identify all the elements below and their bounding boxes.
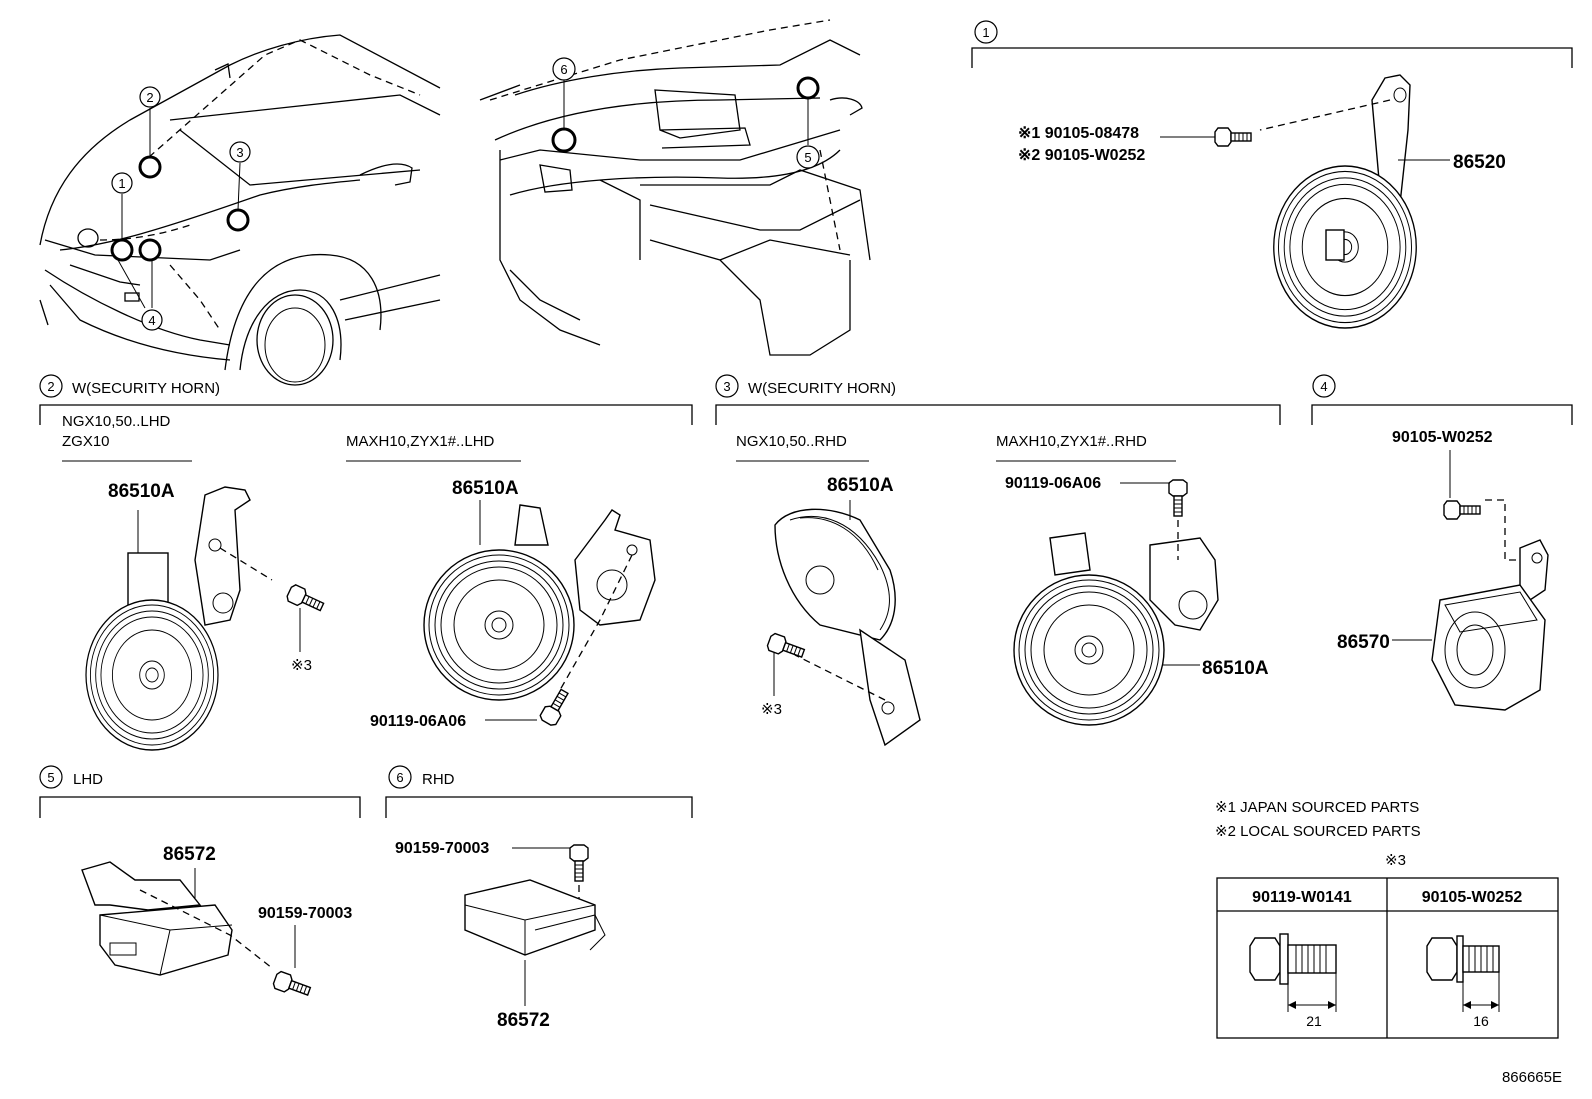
bolt-90119-w0141-drawing: 21 <box>1249 933 1337 1029</box>
section-2-number: 2 <box>47 379 54 394</box>
section-4-horn: 86570 <box>1337 632 1390 653</box>
section-4-number: 4 <box>1320 379 1327 394</box>
note-japan-sourced: ※1 JAPAN SOURCED PARTS <box>1215 799 1419 816</box>
car-marker-1: 1 <box>118 176 125 191</box>
section-3-note3: ※3 <box>761 701 782 718</box>
section-5-number: 5 <box>47 770 54 785</box>
bolt-japan-90105-08478: ※1 90105-08478 <box>1018 125 1139 142</box>
legend-notes: ※1 JAPAN SOURCED PARTS ※2 LOCAL SOURCED … <box>1215 799 1421 840</box>
section-3-title: W(SECURITY HORN) <box>748 380 896 397</box>
section-1-number: 1 <box>982 25 989 40</box>
car-front-markers: 2 1 3 4 <box>110 86 251 331</box>
section-6-number: 6 <box>396 770 403 785</box>
car-marker-5: 5 <box>804 150 811 165</box>
section-2: 2 W(SECURITY HORN) NGX10,50..LHD ZGX10 M… <box>39 374 693 751</box>
section-4: 4 90105-W0252 86570 <box>1311 374 1573 711</box>
section-6-ecu: 86572 <box>497 1010 550 1031</box>
bolt-90119-w0141-length: 21 <box>1306 1013 1322 1029</box>
car-marker-3: 3 <box>236 145 243 160</box>
section-3-number: 3 <box>723 379 730 394</box>
bolt-length-table: ※3 90119-W0141 90105-W0252 21 <box>1216 852 1559 1039</box>
section-2-variant-a-line2: ZGX10 <box>62 433 110 450</box>
section-6: 6 RHD 90159-70003 86572 <box>385 765 693 1031</box>
bolt-table-marker: ※3 <box>1385 852 1406 869</box>
bolt-table-col2-part: 90105-W0252 <box>1422 889 1523 906</box>
section-2-title: W(SECURITY HORN) <box>72 380 220 397</box>
note-local-sourced: ※2 LOCAL SOURCED PARTS <box>1215 823 1421 840</box>
section-3: 3 W(SECURITY HORN) NGX10,50..RHD MAXH10,… <box>715 374 1281 747</box>
section-2-note3: ※3 <box>291 657 312 674</box>
section-5-bolt: 90159-70003 <box>258 905 352 922</box>
section-6-title: RHD <box>422 771 455 788</box>
dashboard-view <box>479 19 871 356</box>
bolt-table-col1-part: 90119-W0141 <box>1252 889 1352 906</box>
section-2-bolt-b: 90119-06A06 <box>370 713 466 730</box>
section-4-bolt: 90105-W0252 <box>1392 429 1493 446</box>
section-6-bolt: 90159-70003 <box>395 840 489 857</box>
bolt-local-90105-W0252: ※2 90105-W0252 <box>1018 147 1145 164</box>
section-2-variant-a-line1: NGX10,50..LHD <box>62 413 171 430</box>
bolt-90105-w0252-drawing: 16 <box>1426 935 1500 1029</box>
section-5: 5 LHD 86572 90159-70003 <box>39 765 361 1001</box>
section-2-variant-b: MAXH10,ZYX1#..LHD <box>346 433 495 450</box>
section-2-horn-a: 86510A <box>108 481 175 502</box>
diagram-id: 866665E <box>1502 1069 1562 1086</box>
section-5-title: LHD <box>73 771 103 788</box>
dashboard-markers: 6 5 <box>551 57 820 169</box>
car-marker-6: 6 <box>560 62 567 77</box>
section-2-horn-b: 86510A <box>452 478 519 499</box>
section-3-horn-b: 86510A <box>1202 658 1269 679</box>
car-marker-2: 2 <box>146 90 153 105</box>
section-3-variant-a: NGX10,50..RHD <box>736 433 847 450</box>
section-1: 1 86520 ※1 90105-08478 ※2 90105-W0252 <box>971 20 1573 329</box>
part-86520: 86520 <box>1453 152 1506 173</box>
bolt-90105-w0252-length: 16 <box>1473 1013 1489 1029</box>
section-5-ecu: 86572 <box>163 844 216 865</box>
section-3-variant-b: MAXH10,ZYX1#..RHD <box>996 433 1147 450</box>
section-3-bolt-b: 90119-06A06 <box>1005 475 1101 492</box>
section-3-horn-a: 86510A <box>827 475 894 496</box>
car-marker-4: 4 <box>148 313 155 328</box>
